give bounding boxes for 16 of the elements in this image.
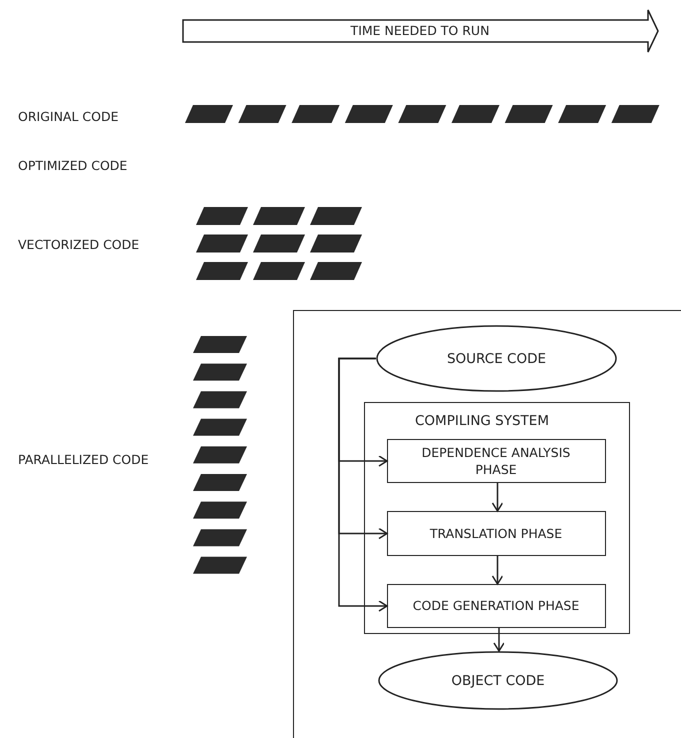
arrow-label: TIME NEEDED TO RUN	[350, 23, 490, 39]
process-box: DEPENDENCE ANALYSIS PHASE	[386, 438, 606, 482]
process-box: TRANSLATION PHASE	[386, 510, 606, 556]
terminal-ellipse: OBJECT CODE	[378, 651, 618, 710]
group-title: COMPILING SYSTEM	[415, 413, 549, 429]
process-box: CODE GENERATION PHASE	[386, 584, 606, 628]
group-box	[364, 402, 630, 634]
arrow	[492, 556, 504, 585]
row-label: VECTORIZED CODE	[18, 237, 140, 253]
arrow	[492, 483, 504, 512]
row-label: OPTIMIZED CODE	[18, 158, 128, 174]
terminal-ellipse: SOURCE CODE	[376, 325, 617, 392]
row-label: ORIGINAL CODE	[18, 109, 119, 125]
arrow	[338, 358, 388, 612]
row-label: PARALLELIZED CODE	[18, 452, 149, 468]
arrow	[493, 628, 505, 652]
